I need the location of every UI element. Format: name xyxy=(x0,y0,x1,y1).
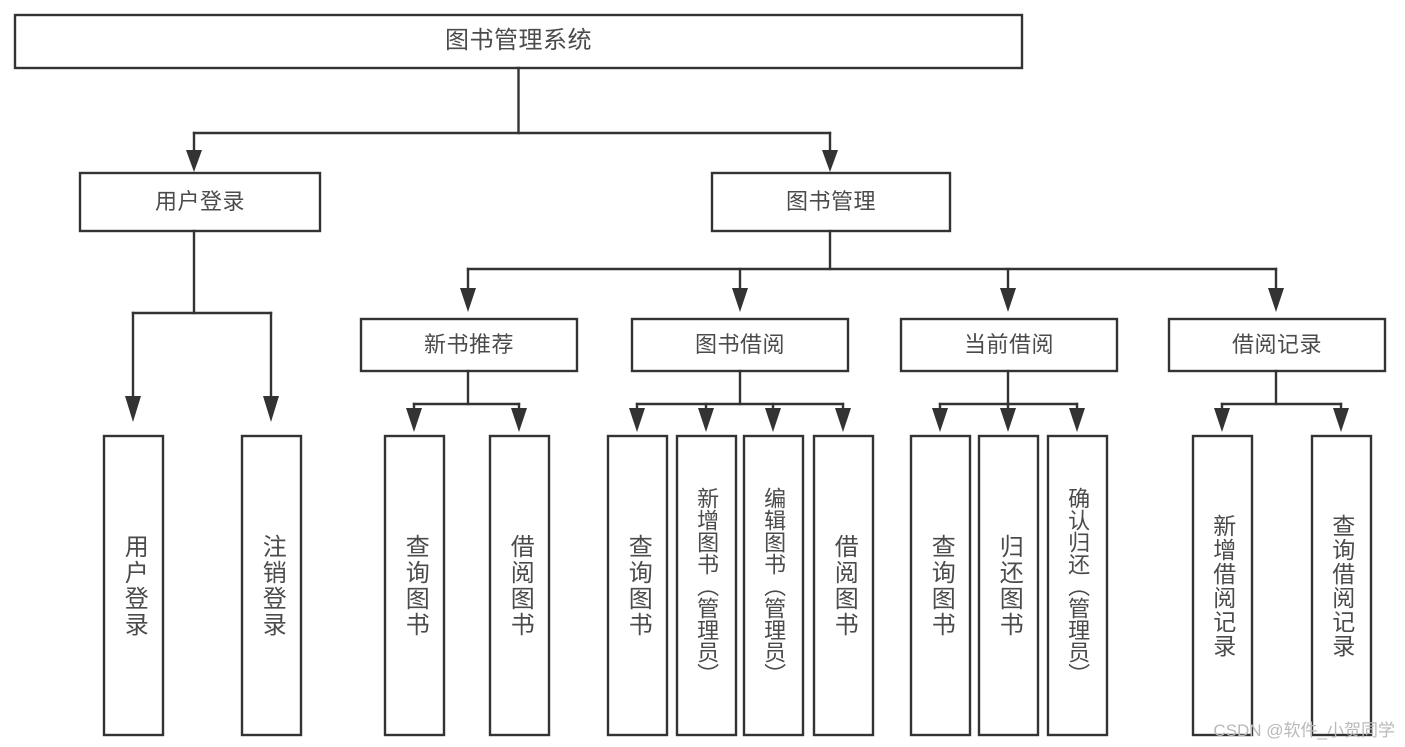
node-leaf-bb-3[interactable] xyxy=(742,434,805,737)
node-leaf-bb-1[interactable] xyxy=(606,434,669,737)
arrowhead-cb-leaf-3 xyxy=(1069,408,1085,432)
arrowhead-cb-leaf-2 xyxy=(1000,408,1016,432)
arrowhead-nbr-leaf-1 xyxy=(406,408,422,432)
arrowhead-nbr-leaf-2 xyxy=(511,408,527,432)
node-leaf-nbr-2[interactable] xyxy=(488,434,551,737)
node-leaf-user-login-1[interactable] xyxy=(102,434,165,737)
arrowhead-br-leaf-1 xyxy=(1214,408,1230,432)
arrowhead-book-management xyxy=(822,150,838,172)
arrowhead-bb-leaf-4 xyxy=(835,408,851,432)
node-leaf-br-1[interactable] xyxy=(1191,434,1254,737)
node-leaf-user-login-2[interactable] xyxy=(240,434,303,737)
node-leaf-nbr-1[interactable] xyxy=(383,434,446,737)
node-root-book-management-system[interactable] xyxy=(13,13,1024,70)
arrowhead-bb-leaf-2 xyxy=(698,408,714,432)
arrowhead-bb-leaf-3 xyxy=(765,408,781,432)
node-current-borrow[interactable] xyxy=(899,317,1119,373)
node-leaf-bb-4[interactable] xyxy=(812,434,875,737)
arrowhead-new-book-recommend xyxy=(460,288,476,312)
arrowhead-user-login-leaf-2 xyxy=(263,396,279,422)
arrowhead-current-borrow xyxy=(1000,288,1016,312)
node-leaf-cb-2[interactable] xyxy=(977,434,1040,737)
node-new-book-recommend[interactable] xyxy=(359,317,579,373)
arrowhead-br-leaf-2 xyxy=(1333,408,1349,432)
arrowhead-book-borrow xyxy=(732,288,748,312)
node-borrow-records[interactable] xyxy=(1167,317,1387,373)
node-book-management[interactable] xyxy=(710,171,952,233)
node-user-login[interactable] xyxy=(78,171,322,233)
arrowhead-cb-leaf-1 xyxy=(932,408,948,432)
node-book-borrow[interactable] xyxy=(630,317,850,373)
node-leaf-br-2[interactable] xyxy=(1310,434,1373,737)
node-leaf-cb-3[interactable] xyxy=(1046,434,1109,737)
node-leaf-bb-2[interactable] xyxy=(675,434,738,737)
node-leaf-cb-1[interactable] xyxy=(909,434,972,737)
arrowhead-borrow-records xyxy=(1268,288,1284,312)
arrowhead-user-login xyxy=(186,150,202,172)
arrowhead-bb-leaf-1 xyxy=(629,408,645,432)
arrowhead-user-login-leaf-1 xyxy=(125,396,141,422)
